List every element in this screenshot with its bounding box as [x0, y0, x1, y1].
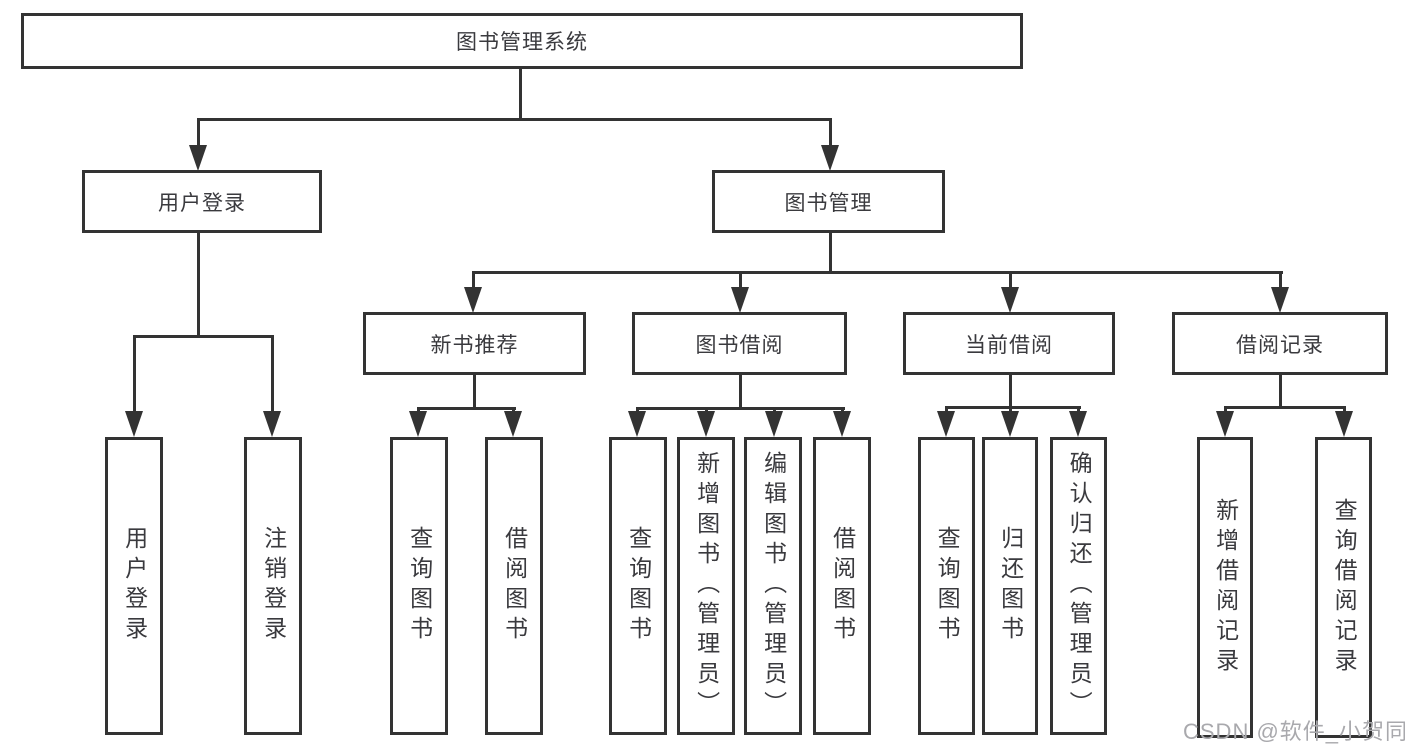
- node-book-management-label: 图书管理: [784, 191, 873, 215]
- connector-to-leaf-edit-books: [773, 407, 776, 413]
- arrow-down-leaf-query-record: [1335, 411, 1353, 437]
- leaf-return-books: 归还图书: [982, 437, 1038, 735]
- connector-borrow-records-bar: [1224, 406, 1346, 409]
- leaf-edit-books-admin: 编辑图书（管理员）: [744, 437, 802, 735]
- connector-to-leaf-query-books-d: [945, 406, 948, 413]
- arrow-down-borrow-records: [1271, 287, 1289, 313]
- arrow-down-leaf-borrow-books-c: [833, 411, 851, 437]
- connector-book-management-stem: [829, 233, 832, 271]
- connector-to-user-login: [197, 118, 200, 145]
- leaf-query-borrow-record: 查询借阅记录: [1315, 437, 1372, 738]
- node-new-book-recommend-label: 新书推荐: [430, 333, 519, 357]
- node-user-login: 用户登录: [82, 170, 322, 233]
- leaf-edit-books-admin-label: 编辑图书（管理员）: [760, 451, 787, 721]
- connector-current-borrow-stem: [1009, 375, 1012, 406]
- leaf-query-books-borrow-label: 查询图书: [625, 526, 652, 646]
- leaf-return-books-label: 归还图书: [997, 526, 1024, 646]
- leaf-add-borrow-record-label: 新增借阅记录: [1212, 497, 1239, 678]
- connector-to-leaf-query-books-b: [417, 407, 420, 413]
- leaf-query-borrow-record-label: 查询借阅记录: [1331, 497, 1358, 678]
- leaf-query-books-recommend: 查询图书: [390, 437, 448, 735]
- node-new-book-recommend: 新书推荐: [363, 312, 586, 375]
- arrow-down-leaf-edit-books: [765, 411, 783, 437]
- node-borrow-records: 借阅记录: [1172, 312, 1388, 375]
- node-book-borrow-label: 图书借阅: [695, 333, 784, 357]
- connector-user-login-stem: [197, 233, 200, 335]
- node-user-login-label: 用户登录: [158, 191, 246, 215]
- leaf-logout-label: 注销登录: [260, 526, 287, 646]
- connector-to-leaf-logout: [271, 335, 274, 411]
- arrow-down-leaf-add-books: [697, 411, 715, 437]
- leaf-add-books-admin-label: 新增图书（管理员）: [693, 451, 720, 721]
- arrow-down-leaf-query-books-b: [409, 411, 427, 437]
- leaf-query-books-current: 查询图书: [918, 437, 975, 735]
- connector-to-leaf-add-books: [705, 407, 708, 413]
- node-book-management: 图书管理: [712, 170, 945, 233]
- connector-book-borrow-stem: [739, 375, 742, 407]
- leaf-borrow-books: 借阅图书: [813, 437, 871, 735]
- connector-book-borrow-bar: [636, 407, 845, 410]
- connector-book-management-bar: [472, 271, 1283, 274]
- leaf-user-login: 用户登录: [105, 437, 163, 735]
- arrow-down-leaf-query-books-d: [937, 411, 955, 437]
- connector-root-bar: [197, 118, 832, 121]
- node-current-borrow: 当前借阅: [903, 312, 1115, 375]
- node-book-borrow: 图书借阅: [632, 312, 847, 375]
- arrow-down-leaf-return-books: [1001, 411, 1019, 437]
- arrow-down-current-borrow: [1001, 287, 1019, 313]
- leaf-borrow-books-label: 借阅图书: [829, 526, 856, 646]
- arrow-down-leaf-user-login: [125, 411, 143, 437]
- connector-to-current-borrow: [1009, 271, 1012, 287]
- node-current-borrow-label: 当前借阅: [965, 333, 1053, 357]
- connector-to-book-management: [829, 118, 832, 145]
- leaf-borrow-books-recommend-label: 借阅图书: [501, 526, 528, 646]
- connector-to-borrow-records: [1279, 271, 1282, 287]
- watermark: CSDN @软件_小贺同学: [1183, 719, 1405, 744]
- arrow-down-user-login: [189, 145, 207, 171]
- leaf-query-books-recommend-label: 查询图书: [406, 526, 433, 646]
- node-borrow-records-label: 借阅记录: [1236, 333, 1324, 357]
- node-library-system-label: 图书管理系统: [456, 31, 588, 54]
- connector-to-new-book: [472, 271, 475, 287]
- arrow-down-leaf-add-record: [1216, 411, 1234, 437]
- connector-root-stem: [519, 69, 522, 118]
- connector-new-book-bar: [417, 407, 516, 410]
- connector-user-login-bar: [133, 335, 274, 338]
- arrow-down-new-book: [464, 287, 482, 313]
- connector-to-leaf-user-login: [133, 335, 136, 411]
- arrow-down-leaf-query-books-c: [628, 411, 646, 437]
- node-library-system: 图书管理系统: [21, 13, 1023, 69]
- leaf-user-login-label: 用户登录: [121, 526, 148, 646]
- leaf-confirm-return-admin: 确认归还（管理员）: [1050, 437, 1107, 735]
- arrow-down-leaf-borrow-books-b: [504, 411, 522, 437]
- leaf-confirm-return-admin-label: 确认归还（管理员）: [1066, 451, 1093, 721]
- connector-to-leaf-borrow-books-c: [841, 407, 844, 413]
- arrow-down-book-management: [821, 145, 839, 171]
- arrow-down-leaf-confirm-return: [1069, 411, 1087, 437]
- connector-to-leaf-query-record: [1343, 406, 1346, 413]
- connector-current-borrow-bar: [945, 406, 1081, 409]
- connector-new-book-stem: [473, 375, 476, 407]
- leaf-query-books-borrow: 查询图书: [609, 437, 667, 735]
- arrow-down-leaf-logout: [263, 411, 281, 437]
- connector-to-leaf-borrow-books-b: [512, 407, 515, 413]
- leaf-borrow-books-recommend: 借阅图书: [485, 437, 543, 735]
- connector-to-leaf-query-books-c: [636, 407, 639, 413]
- connector-to-leaf-return-books: [1009, 406, 1012, 413]
- connector-to-leaf-confirm-return: [1077, 406, 1080, 413]
- connector-to-leaf-add-record: [1224, 406, 1227, 413]
- arrow-down-book-borrow: [731, 287, 749, 313]
- connector-to-book-borrow: [739, 271, 742, 287]
- leaf-add-borrow-record: 新增借阅记录: [1197, 437, 1253, 738]
- leaf-query-books-current-label: 查询图书: [934, 526, 961, 646]
- leaf-add-books-admin: 新增图书（管理员）: [677, 437, 735, 735]
- leaf-logout: 注销登录: [244, 437, 302, 735]
- connector-borrow-records-stem: [1279, 375, 1282, 406]
